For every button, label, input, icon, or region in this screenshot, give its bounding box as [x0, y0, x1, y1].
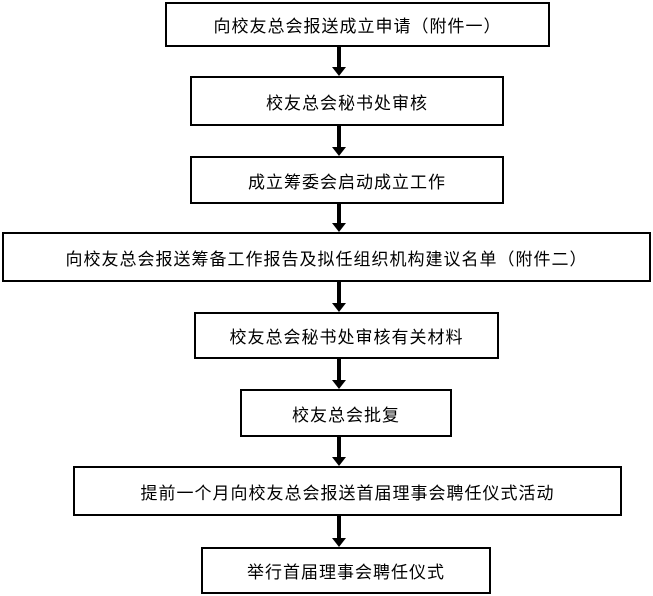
arrow-6-to-7: [332, 437, 346, 466]
arrow-4-to-5: [332, 282, 346, 312]
step-2-label: 校友总会秘书处审核: [266, 93, 428, 114]
step-3-label: 成立筹委会启动成立工作: [248, 172, 446, 193]
step-1-label: 向校友总会报送成立申请（附件一）: [213, 17, 502, 37]
step-8-label: 举行首届理事会聘任仪式: [247, 563, 445, 583]
arrow-5-to-6: [332, 359, 346, 389]
arrow-1-to-2: [332, 47, 346, 76]
step-2-box: 校友总会秘书处审核: [190, 76, 504, 126]
arrow-2-to-3: [332, 126, 346, 156]
step-4-box: 向校友总会报送筹备工作报告及拟任组织机构建议名单（附件二）: [2, 232, 651, 282]
step-7-box: 提前一个月向校友总会报送首届理事会聘任仪式活动: [73, 466, 622, 516]
arrow-3-to-4: [332, 204, 346, 232]
step-7-label: 提前一个月向校友总会报送首届理事会聘任仪式活动: [140, 483, 555, 504]
step-1-box: 向校友总会报送成立申请（附件一）: [165, 2, 550, 47]
step-6-label: 校友总会批复: [292, 405, 400, 426]
step-5-label: 校友总会秘书处审核有关材料: [229, 328, 464, 348]
step-5-box: 校友总会秘书处审核有关材料: [194, 312, 499, 359]
step-6-box: 校友总会批复: [240, 389, 452, 437]
step-8-box: 举行首届理事会聘任仪式: [201, 547, 491, 594]
arrow-7-to-8: [332, 516, 346, 547]
step-4-label: 向校友总会报送筹备工作报告及拟任组织机构建议名单（附件二）: [65, 249, 588, 270]
step-3-box: 成立筹委会启动成立工作: [190, 156, 504, 204]
